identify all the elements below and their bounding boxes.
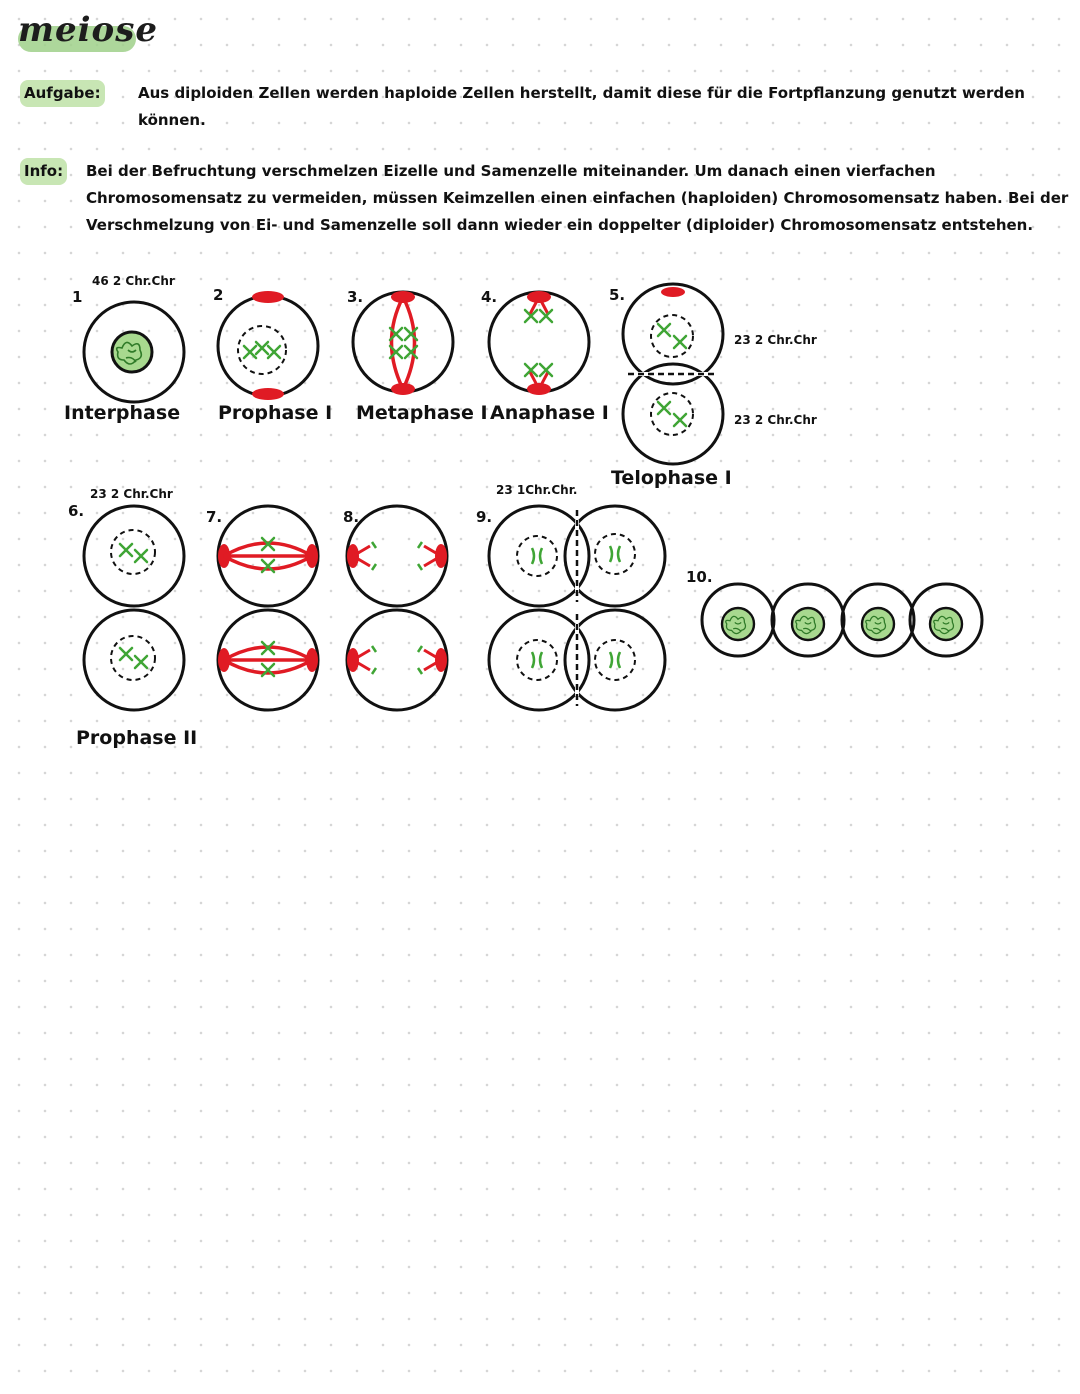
page-title: meiose xyxy=(18,10,158,50)
stage-3-metaphase-i: 3. Metaphase I xyxy=(347,288,488,424)
stage-5-note-bottom: 23 2 Chr.Chr xyxy=(734,413,817,427)
stage-7-number: 7. xyxy=(206,508,222,526)
stage-6-number: 6. xyxy=(68,502,84,520)
title-block: meiose xyxy=(18,10,158,52)
stage-7-metaphase-ii: 7. xyxy=(206,504,320,712)
stage-9-note: 23 1Chr.Chr. xyxy=(496,483,577,497)
stage-10-gametes: 10. xyxy=(686,568,984,658)
stage-5-number: 5. xyxy=(609,286,625,304)
stage-4-anaphase-i: 4. Anaphase I xyxy=(481,288,609,424)
stage-2-prophase-i: 2 Prophase I xyxy=(213,286,332,424)
info-label: Info: xyxy=(20,158,68,185)
stage-1-number: 1 xyxy=(72,288,82,306)
stage-2-number: 2 xyxy=(213,286,223,304)
stage-1-note: 46 2 Chr.Chr xyxy=(92,274,175,288)
stage-10-number: 10. xyxy=(686,568,713,586)
aufgabe-label: Aufgabe: xyxy=(20,80,105,107)
stage-6-prophase-ii: 6. 23 2 Chr.Chr Prophase II xyxy=(68,487,197,749)
stage-9-number: 9. xyxy=(476,508,492,526)
stage-8-anaphase-ii: 8. xyxy=(343,504,449,712)
stage-3-label: Metaphase I xyxy=(356,402,488,424)
stage-2-label: Prophase I xyxy=(218,402,332,424)
stage-5-label: Telophase I xyxy=(611,467,732,489)
stage-5-note-top: 23 2 Chr.Chr xyxy=(734,333,817,347)
stage-6-note: 23 2 Chr.Chr xyxy=(90,487,173,501)
info-text: Bei der Befruchtung verschmelzen Eizelle… xyxy=(86,162,1069,234)
stage-3-number: 3. xyxy=(347,288,363,306)
info-paragraph: Info: Bei der Befruchtung verschmelzen E… xyxy=(20,158,1075,239)
stage-4-number: 4. xyxy=(481,288,497,306)
stage-1-label: Interphase xyxy=(64,402,180,424)
stage-6-label: Prophase II xyxy=(76,727,197,749)
stage-4-label: Anaphase I xyxy=(490,402,609,424)
stage-5-telophase-i: 5. 23 2 Chr.Chr 23 2 Chr.Chr Telophase I xyxy=(609,282,817,489)
stage-9-telophase-ii: 9. 23 1Chr.Chr. xyxy=(476,483,667,712)
aufgabe-paragraph: Aufgabe: Aus diploiden Zellen werden hap… xyxy=(20,80,1075,134)
stage-1-interphase: 1 46 2 Chr.Chr Interphase xyxy=(64,274,186,424)
stage-8-number: 8. xyxy=(343,508,359,526)
aufgabe-text: Aus diploiden Zellen werden haploide Zel… xyxy=(138,84,1025,129)
title-highlight xyxy=(18,26,136,52)
